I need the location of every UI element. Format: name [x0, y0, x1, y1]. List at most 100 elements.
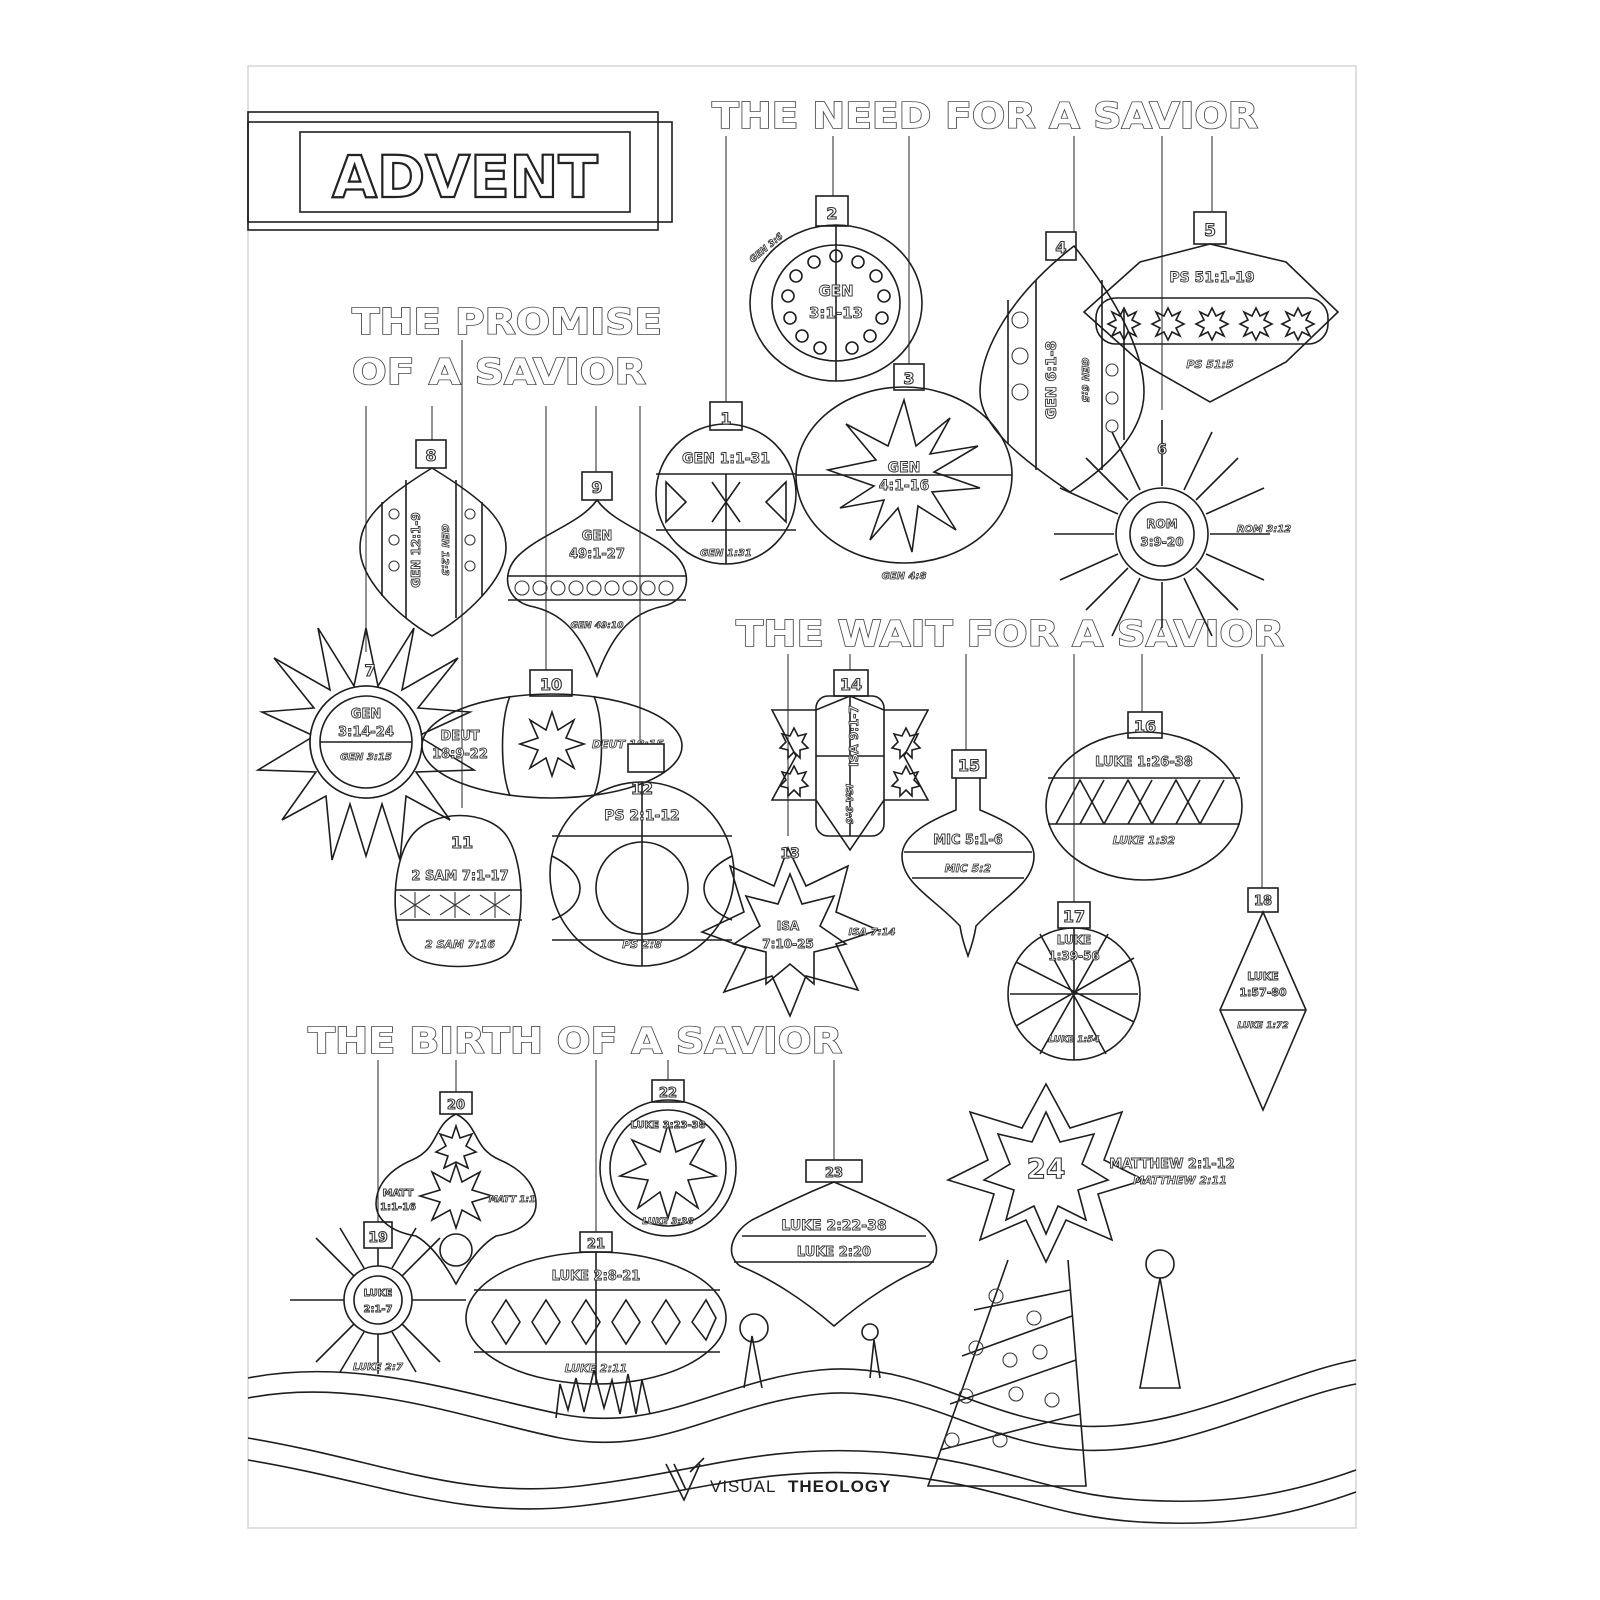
section-promise-heading-line1: THE PROMISE — [352, 302, 662, 343]
reading-ref-line2: 18:9-22 — [432, 747, 488, 762]
reading-ref: LUKE 3:23-38 — [630, 1120, 705, 1131]
day-number: 18 — [1254, 894, 1272, 909]
reading-ref: GEN 6:1-8 — [1044, 341, 1060, 419]
ornament-day-9[interactable]: 9 GEN 49:1-27 GEN 49:10 — [506, 471, 688, 679]
reading-ref: 2 SAM 7:1-17 — [411, 869, 508, 884]
ornament-day-6[interactable]: 6 ROM 3:9-20 ROM 3:12 — [1054, 420, 1292, 637]
ornament-day-20[interactable]: 20 MATT 1:1-16 MATT 1:1 — [375, 1091, 537, 1286]
page-title: ADVENT — [332, 143, 598, 211]
reading-ref-line2: 3:14-24 — [338, 725, 394, 740]
key-verse: ROM 3:12 — [1237, 524, 1292, 535]
reading-ref: GEN 1:1-31 — [682, 451, 770, 467]
day-number: 19 — [368, 1230, 387, 1246]
key-verse: LUKE 3:38 — [642, 1217, 693, 1227]
section-promise-heading-line2: OF A SAVIOR — [352, 352, 646, 393]
reading-ref-line2: 3:9-20 — [1140, 535, 1183, 549]
day-number: 15 — [958, 756, 980, 775]
ornament-day-19[interactable]: 19 LUKE 2:1-7 LUKE 2:7 — [290, 1221, 466, 1374]
day-number: 3 — [903, 369, 914, 388]
brand-name-second: THEOLOGY — [788, 1477, 891, 1496]
ornament-day-5[interactable]: 5 PS 51:1-19 PS 51:5 — [1082, 211, 1340, 403]
ornament-day-8[interactable]: 8 GEN 12:1-9 GEN 12:3 — [359, 439, 507, 637]
ornament-day-1[interactable]: 1 GEN 1:1-31 GEN 1:31 — [655, 401, 797, 565]
day-number: 6 — [1157, 442, 1167, 458]
reading-ref: LUKE 2:22-38 — [781, 1218, 886, 1234]
day-number: 7 — [364, 661, 375, 680]
paper-sheet — [247, 65, 1357, 1529]
reading-ref: PS 2:1-12 — [604, 808, 680, 824]
ornament-day-10[interactable]: 10 DEUT 18:9-22 DEUT 18:15 — [421, 669, 683, 799]
reading-ref-line2: 1:57-80 — [1239, 986, 1287, 999]
ornament-day-17[interactable]: 17 LUKE 1:39-56 LUKE 1:54 — [1007, 901, 1141, 1061]
reading-ref: GEN 12:1-9 — [409, 512, 423, 587]
key-verse: LUKE 1:54 — [1048, 1035, 1099, 1045]
key-verse: LUKE 2:7 — [353, 1362, 403, 1373]
day-number: 13 — [780, 846, 799, 862]
reading-ref-line2: 2:1-7 — [363, 1304, 392, 1315]
ornament-day-24-tree[interactable]: 24 MATTHEW 2:1-12 MATTHEW 2:11 — [926, 1082, 1235, 1487]
ornament-day-22[interactable]: 22 LUKE 3:23-38 LUKE 3:38 — [599, 1079, 737, 1237]
key-verse: MATT 1:1 — [489, 1195, 536, 1205]
reading-ref-line1: ISA — [777, 919, 800, 933]
key-verse: GEN 49:10 — [571, 621, 624, 631]
key-verse: LUKE 2:11 — [565, 1362, 628, 1375]
key-verse: GEN 3:15 — [340, 752, 392, 763]
ornament-day-21[interactable]: 21 LUKE 2:8-21 LUKE 2:11 — [465, 1231, 727, 1385]
key-verse: LUKE 1:32 — [1113, 834, 1176, 847]
ornament-day-23[interactable]: 23 LUKE 2:22-38 LUKE 2:20 — [730, 1159, 938, 1328]
reading-ref-line2: 1:39-56 — [1048, 949, 1100, 963]
reading-ref-line1: MATT — [383, 1188, 414, 1199]
day-number: 1 — [720, 409, 731, 428]
day-number: 2 — [826, 204, 837, 223]
day-number: 4 — [1055, 238, 1066, 257]
reading-ref: LUKE 2:8-21 — [552, 1269, 641, 1284]
day-number: 17 — [1063, 907, 1085, 926]
reading-ref: MATTHEW 2:1-12 — [1109, 1157, 1234, 1172]
ornament-day-7[interactable]: 7 GEN 3:14-24 GEN 3:15 — [255, 627, 477, 861]
section-wait-heading: THE WAIT FOR A SAVIOR — [736, 614, 1284, 655]
day-number: 9 — [591, 478, 602, 497]
landscape-decoration — [247, 1249, 1357, 1525]
key-verse: ISA 9:6 — [843, 784, 854, 824]
ornament-day-14[interactable]: 14 ISA 9:1-7 ISA 9:6 — [770, 669, 930, 852]
reading-ref-2: LUKE 2:20 — [797, 1245, 871, 1260]
day-number: 8 — [425, 446, 436, 465]
day-number: 5 — [1204, 221, 1216, 241]
reading-ref-line2: 4:1-16 — [879, 478, 929, 494]
ornament-day-4[interactable]: 4 GEN 6:1-8 GEN 6:5 — [979, 231, 1145, 493]
day-number: 22 — [659, 1086, 677, 1101]
key-verse: MIC 5:2 — [945, 862, 992, 875]
reading-ref-line2: 1:1-16 — [380, 1202, 416, 1213]
brand-name-first: VISUAL — [710, 1477, 776, 1496]
key-verse: GEN 4:8 — [882, 571, 927, 582]
reading-ref-line1: LUKE — [1247, 970, 1279, 983]
day-number: 23 — [825, 1166, 843, 1181]
day-number: 24 — [1027, 1152, 1066, 1185]
key-verse: PS 2:8 — [622, 938, 662, 951]
reading-ref-line1: DEUT — [440, 729, 479, 744]
day-number: 20 — [447, 1098, 465, 1113]
reading-ref-line2: 49:1-27 — [569, 547, 625, 562]
advent-banner: ADVENT — [247, 111, 673, 231]
ornament-day-18[interactable]: 18 LUKE 1:57-80 LUKE 1:72 — [1219, 887, 1307, 1113]
key-verse: GEN 12:3 — [439, 524, 450, 576]
ornament-day-16[interactable]: 16 LUKE 1:26-38 LUKE 1:32 — [1045, 711, 1243, 881]
day-number: 14 — [840, 675, 862, 694]
ornament-day-11[interactable]: 11 2 SAM 7:1-17 2 SAM 7:16 — [394, 814, 522, 968]
reading-ref-line2: 3:1-13 — [809, 304, 863, 322]
ornament-day-13[interactable]: 13 ISA 7:10-25 ISA 7:14 — [699, 845, 896, 1019]
ornament-day-3[interactable]: 3 GEN 4:1-16 GEN 4:8 — [795, 363, 1013, 582]
reading-ref-line1: GEN — [582, 529, 612, 544]
ornament-day-15[interactable]: 15 MIC 5:1-6 MIC 5:2 — [901, 749, 1035, 959]
reading-ref: ISA 9:1-7 — [847, 705, 861, 766]
key-verse: PS 51:5 — [1186, 358, 1234, 371]
day-number: 21 — [587, 1237, 605, 1252]
day-number: 12 — [631, 779, 653, 798]
reading-ref-line1: GEN — [818, 282, 853, 300]
reading-ref-line1: LUKE — [364, 1288, 393, 1299]
key-verse: 2 SAM 7:16 — [425, 938, 495, 951]
reading-ref-line1: GEN — [351, 707, 381, 722]
ornament-day-12[interactable]: 12 PS 2:1-12 PS 2:8 — [549, 743, 735, 967]
day-number: 11 — [451, 833, 473, 852]
